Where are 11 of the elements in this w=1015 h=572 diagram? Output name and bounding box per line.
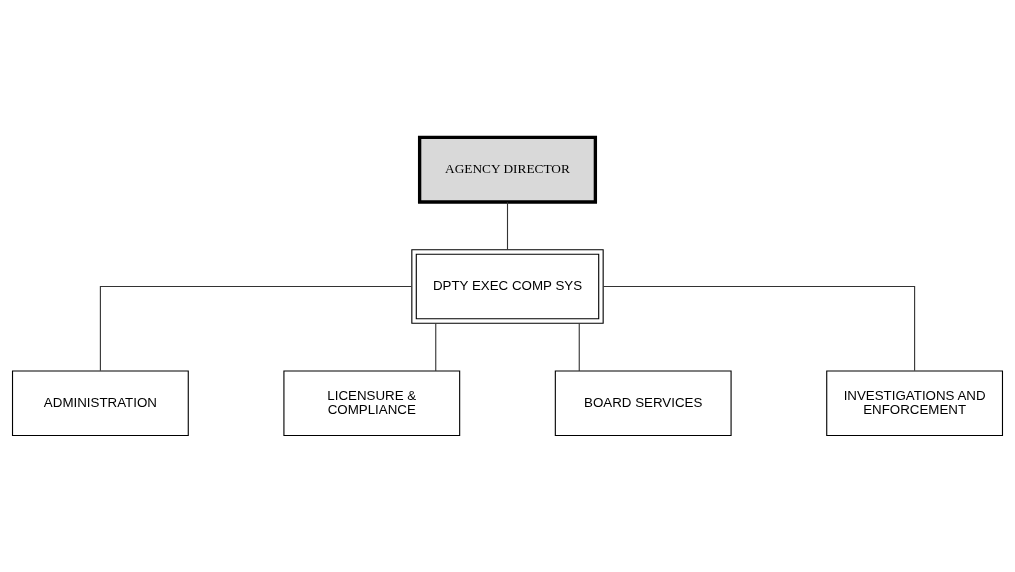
- connector: [578, 322, 580, 371]
- node-box: DPTY EXEC COMP SYS: [411, 248, 604, 324]
- node-box: BOARD SERVICES: [554, 370, 732, 436]
- connector: [99, 285, 413, 371]
- node-box: ADMINISTRATION: [11, 370, 189, 436]
- node-box: LICENSURE & COMPLIANCE: [283, 370, 461, 436]
- node-box: AGENCY DIRECTOR: [417, 135, 598, 204]
- connector: [602, 285, 916, 371]
- connector: [506, 201, 509, 250]
- connector: [435, 322, 437, 371]
- node-box: INVESTIGATIONS AND ENFORCEMENT: [826, 370, 1004, 436]
